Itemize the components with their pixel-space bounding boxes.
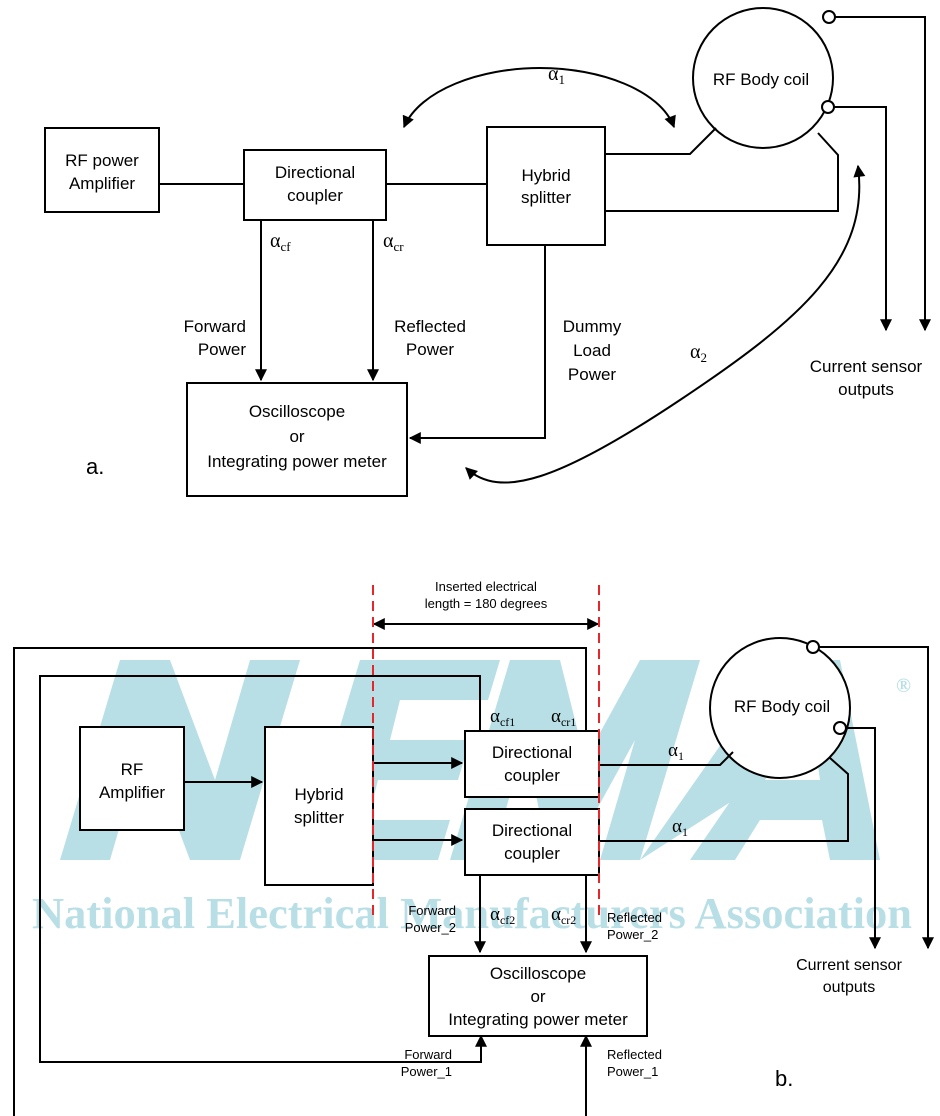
hybrid-splitter-label-2: splitter (521, 188, 571, 207)
sensor-output-label-b-1: Current sensor (796, 957, 902, 974)
reflected-power-2-label-1: Reflected (607, 910, 662, 925)
rf-power-amplifier-label-2: Amplifier (69, 174, 135, 193)
sensor-output-wire-a-1 (835, 16, 931, 332)
directional-coupler-1-box (464, 730, 600, 798)
wire-hybrid-coil-top (605, 127, 717, 155)
hybrid-splitter-label-1: Hybrid (521, 166, 570, 185)
sensor-output-wire-b-2 (846, 727, 881, 950)
alpha-cr1-label: αcr1 (551, 706, 576, 729)
reflected-power-label-a-2: Power (406, 340, 455, 359)
wire-hybrid-coil-bottom (605, 132, 839, 212)
coil-terminal-b-1 (806, 640, 820, 654)
sensor-output-wire-b-1 (819, 646, 934, 950)
rf-power-amplifier-label-1: RF power (65, 151, 139, 170)
oscilloscope-label-a-1: Oscilloscope (249, 402, 345, 421)
inserted-length-label-1: Inserted electrical (435, 579, 537, 594)
hybrid-splitter-box-b (264, 726, 374, 886)
diagram-b-letter: b. (775, 1066, 793, 1091)
hybrid-splitter-label-b-2: splitter (294, 808, 344, 827)
rf-body-coil-b (709, 637, 851, 779)
diagram-a: RF power Amplifier Directional coupler H… (44, 7, 931, 497)
dummy-load-label-a-2: Load (573, 341, 611, 360)
directional-coupler-1-label-2: coupler (504, 766, 560, 785)
reflected-power-1-label-2: Power_1 (607, 1064, 658, 1079)
sensor-output-wire-a-2 (834, 106, 892, 332)
forward-power-1-loop (39, 675, 487, 1063)
alpha-cf2-label: αcf2 (490, 904, 515, 927)
oscilloscope-label-b-1: Oscilloscope (490, 964, 586, 983)
hybrid-splitter-label-b-1: Hybrid (294, 785, 343, 804)
rf-body-coil-label-b: RF Body coil (734, 697, 830, 716)
alpha-cf-label-a: αcf (270, 230, 291, 254)
directional-coupler-2-label-1: Directional (492, 821, 572, 840)
sensor-output-label-b-2: outputs (823, 979, 875, 996)
registered-mark: ® (896, 675, 911, 697)
hybrid-splitter-box (486, 126, 606, 246)
wire-coupler1-coil (599, 751, 734, 766)
oscilloscope-label-b-3: Integrating power meter (448, 1010, 628, 1029)
rf-body-coil-a (692, 7, 834, 149)
diagram-b: Inserted electrical length = 180 degrees… (13, 579, 934, 1116)
forward-power-2-label-2: Power_2 (405, 920, 456, 935)
oscilloscope-label-a-2: or (289, 427, 304, 446)
watermark-text: National Electrical Manufacturers Associ… (32, 889, 912, 938)
oscilloscope-box-a (186, 382, 408, 497)
sensor-output-label-a-1: Current sensor (810, 357, 923, 376)
alpha-cr2-label: αcr2 (551, 904, 576, 927)
directional-coupler-2-box (464, 808, 600, 876)
coil-terminal-a-2 (821, 100, 835, 114)
alpha-cr-label-a: αcr (383, 230, 404, 254)
directional-coupler-label-1: Directional (275, 163, 355, 182)
alpha1-label-b-bottom: α1 (672, 816, 688, 839)
sensor-output-label-a-2: outputs (838, 380, 894, 399)
alpha1-label-b-top: α1 (668, 740, 684, 763)
directional-coupler-2-label-2: coupler (504, 844, 560, 863)
oscilloscope-label-a-3: Integrating power meter (207, 452, 387, 471)
alpha2-label-a: α2 (690, 341, 707, 365)
rf-body-coil-label-a: RF Body coil (713, 70, 809, 89)
forward-power-label-a-1: Forward (184, 317, 246, 336)
inserted-length-label-2: length = 180 degrees (425, 596, 548, 611)
dummy-load-label-a-1: Dummy (563, 317, 622, 336)
wire-coupler2-coil (599, 757, 849, 842)
alpha1-curve-a (402, 66, 676, 129)
rf-amplifier-label-b-1: RF (121, 760, 144, 779)
rf-amplifier-box-b (79, 726, 185, 831)
forward-power-label-a-2: Power (198, 340, 247, 359)
alpha-cf1-label: αcf1 (490, 706, 515, 729)
directional-coupler-1-label-1: Directional (492, 743, 572, 762)
reflected-power-label-a-1: Reflected (394, 317, 466, 336)
forward-power-1-label-1: Forward (404, 1047, 452, 1062)
alpha1-label-a: α1 (548, 63, 565, 87)
forward-power-2-label-1: Forward (408, 903, 456, 918)
oscilloscope-label-b-2: or (530, 987, 545, 1006)
rf-amplifier-label-b-2: Amplifier (99, 783, 165, 802)
rf-power-amplifier-box (44, 127, 160, 213)
forward-power-1-label-2: Power_1 (401, 1064, 452, 1079)
reflected-power-2-label-2: Power_2 (607, 927, 658, 942)
reflected-power-1-label-1: Reflected (607, 1047, 662, 1062)
directional-coupler-box (243, 149, 387, 221)
coil-terminal-a-1 (822, 10, 836, 24)
directional-coupler-label-2: coupler (287, 186, 343, 205)
oscilloscope-box-b (428, 955, 648, 1037)
dummy-load-label-a-3: Power (568, 365, 617, 384)
alpha2-curve-a (465, 164, 866, 484)
reflected-power-1-loop (13, 647, 587, 1116)
coil-terminal-b-2 (833, 721, 847, 735)
diagram-a-letter: a. (86, 454, 104, 479)
